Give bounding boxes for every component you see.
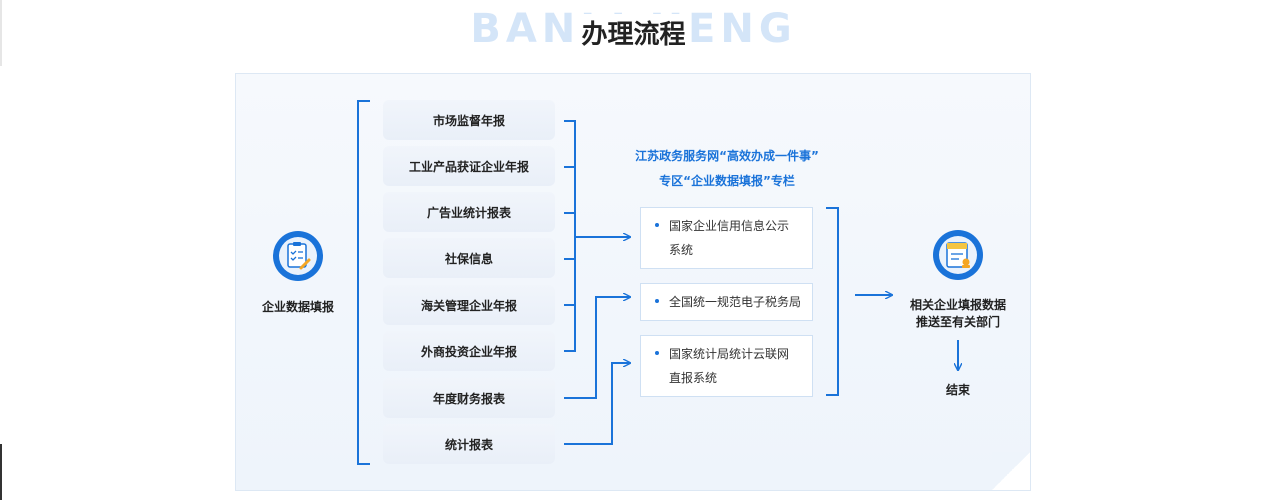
system-line: 国家统计局统计云联网 xyxy=(669,347,790,361)
result-node-icon xyxy=(933,230,983,280)
report-item: 社保信息 xyxy=(383,238,555,278)
reports-bracket-right xyxy=(564,120,576,352)
section-heading: BANLI HENG 办理流程 xyxy=(0,4,1267,60)
systems-bracket xyxy=(826,207,839,396)
system-line: 全国统一规范电子税务局 xyxy=(669,295,802,309)
platform-title-line1: 江苏政务服务网“高效办成一件事” xyxy=(635,149,819,163)
system-line: 系统 xyxy=(669,243,694,257)
edge-mark-bottom xyxy=(0,444,2,500)
system-box: 全国统一规范电子税务局 xyxy=(640,283,813,321)
clipboard-checklist-icon xyxy=(287,242,311,270)
report-item: 外商投资企业年报 xyxy=(383,331,555,371)
edge-mark-top xyxy=(0,0,2,66)
bullet-dot xyxy=(655,299,659,303)
arrow-to-system-3 xyxy=(564,363,630,445)
report-item: 年度财务报表 xyxy=(383,378,555,418)
report-item: 广告业统计报表 xyxy=(383,192,555,232)
process-panel xyxy=(235,73,1031,491)
result-node-label: 相关企业填报数据 推送至有关部门 xyxy=(898,297,1018,331)
start-node-icon xyxy=(273,231,323,281)
system-line: 国家企业信用信息公示 xyxy=(669,219,790,233)
result-line: 相关企业填报数据 xyxy=(909,298,1006,312)
end-node-label: 结束 xyxy=(945,383,970,397)
bullet-dot xyxy=(655,223,659,227)
start-node-label: 企业数据填报 xyxy=(261,300,334,314)
document-stamp-icon xyxy=(946,242,970,268)
report-item: 市场监督年报 xyxy=(383,100,555,140)
report-item: 统计报表 xyxy=(383,424,555,464)
system-line: 直报系统 xyxy=(669,371,718,385)
system-box: 国家统计局统计云联网 直报系统 xyxy=(640,335,813,397)
result-line: 推送至有关部门 xyxy=(915,315,1000,329)
page-corner-fold xyxy=(992,452,1030,490)
reports-bracket-left xyxy=(357,100,370,465)
report-item: 海关管理企业年报 xyxy=(383,285,555,325)
arrow-to-system-2 xyxy=(564,297,630,399)
page-title: 办理流程 xyxy=(577,14,690,51)
system-box: 国家企业信用信息公示 系统 xyxy=(640,207,813,269)
bullet-dot xyxy=(655,351,659,355)
report-item: 工业产品获证企业年报 xyxy=(383,146,555,186)
platform-title-line2: 专区“企业数据填报”专栏 xyxy=(659,174,795,188)
